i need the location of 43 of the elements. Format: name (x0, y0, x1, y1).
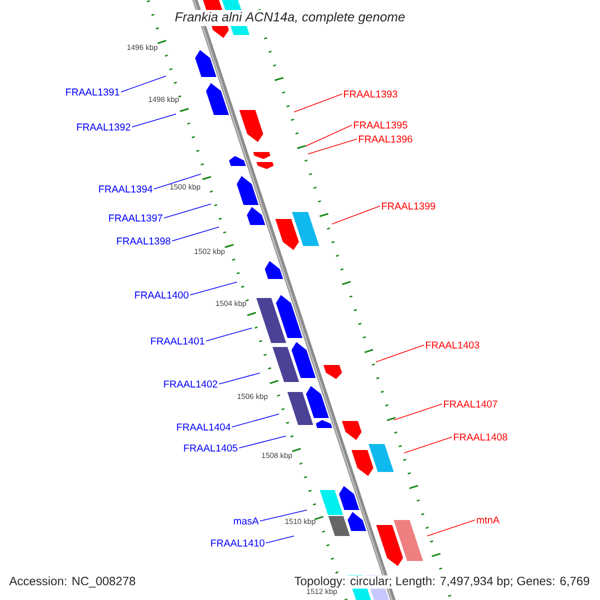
gene-label: FRAAL1407 (444, 400, 498, 408)
leader-line (190, 282, 238, 296)
gene-label: FRAAL1401 (151, 337, 204, 345)
gene-label: FRAAL1395 (354, 121, 408, 129)
leader-line (260, 510, 308, 522)
leader-line (218, 372, 260, 384)
gene-label: masA (234, 518, 259, 524)
gene-label: FRAAL1405 (184, 444, 238, 452)
gene-label: FRAAL1410 (211, 539, 264, 547)
leader-line (120, 76, 166, 92)
leader-line (332, 206, 380, 224)
leader-line (308, 138, 358, 154)
leader-line (306, 124, 352, 146)
gene-label: FRAAL1396 (359, 135, 412, 143)
gene-label: FRAAL1403 (426, 341, 480, 349)
leader-line (206, 328, 252, 342)
leader-line (164, 204, 212, 218)
gene-label: FRAAL1400 (135, 291, 188, 299)
genome-info-text: Topology: circular; Length: 7,497,934 bp; Genes: 6,769 (293, 575, 591, 589)
gene-label: FRAAL1402 (164, 380, 218, 388)
leader-line (232, 414, 280, 428)
accession-text: Accession: NC_008278 (9, 576, 136, 588)
leader-line (426, 520, 476, 536)
gene-label: FRAAL1397 (109, 214, 162, 222)
title: Frankia alni ACN14a, complete genome (172, 10, 408, 26)
leader-line (132, 114, 176, 128)
gene-label: FRAAL1404 (177, 423, 230, 431)
leader-line (376, 344, 424, 362)
leader-line (238, 436, 286, 448)
gene-label: FRAAL1399 (382, 202, 436, 210)
gene-label: FRAAL1398 (117, 237, 170, 245)
leader-line (154, 174, 202, 190)
gene-label: FRAAL1394 (99, 185, 152, 193)
leader-line (394, 404, 442, 420)
gene-label: FRAAL1392 (77, 123, 130, 131)
gene-label: FRAAL1408 (454, 433, 508, 441)
leader-line (294, 94, 342, 112)
gene-label: FRAAL1391 (66, 88, 120, 96)
leader-line (404, 436, 452, 454)
gene-label: mtnA (476, 516, 500, 524)
gene-label: FRAAL1393 (344, 90, 398, 98)
leader-line (172, 226, 220, 242)
leader-line (266, 536, 294, 544)
